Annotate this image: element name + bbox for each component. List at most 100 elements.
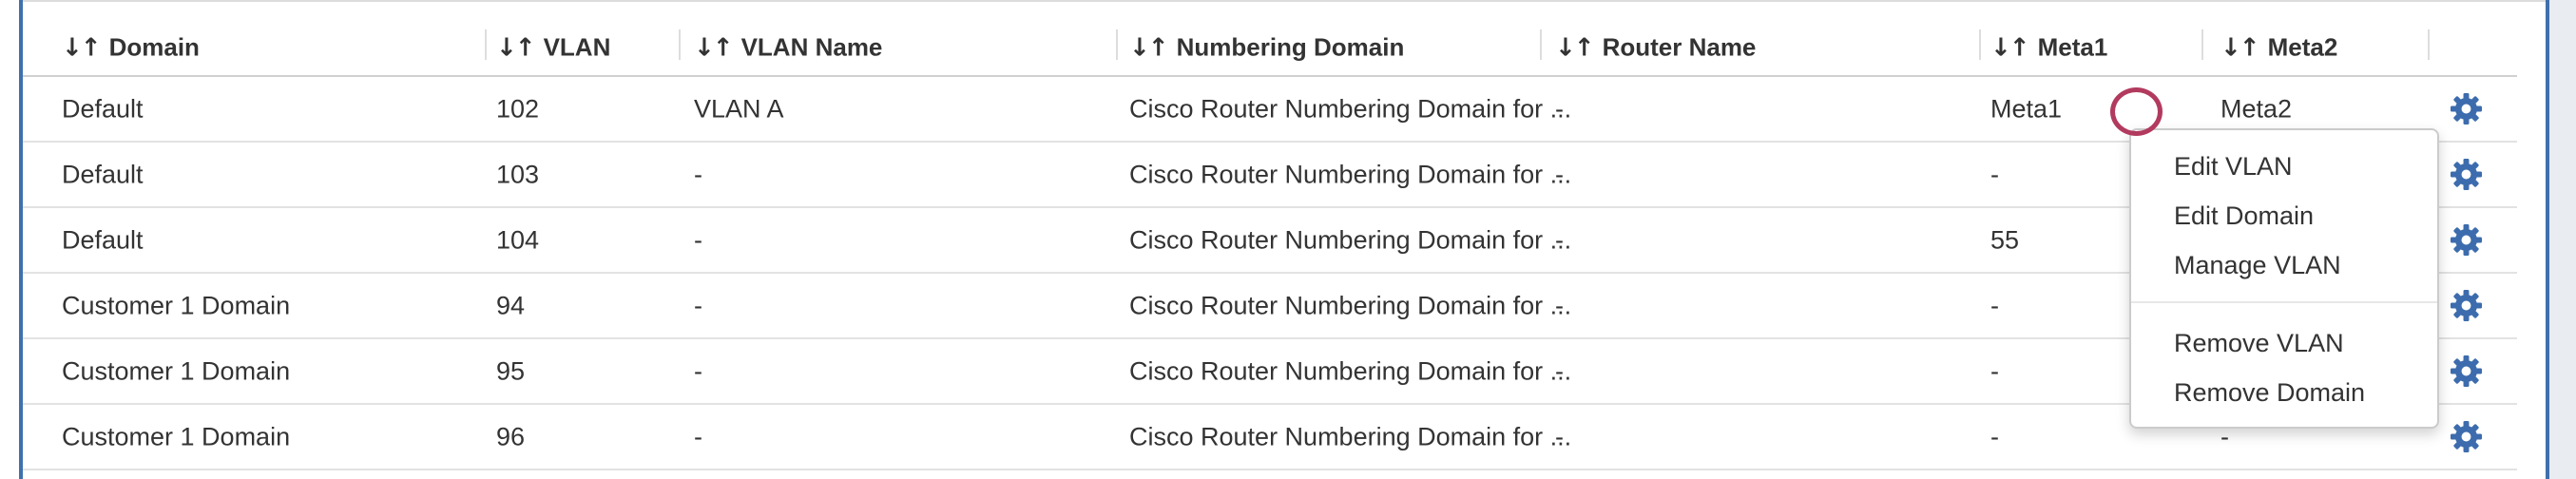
cell-meta1: - bbox=[1990, 160, 1999, 188]
cell-meta1: - bbox=[1990, 422, 1999, 450]
cell-domain: Default bbox=[62, 94, 144, 123]
menu-item-edit-vlan[interactable]: Edit VLAN bbox=[2174, 152, 2293, 181]
table-body: Default 102 VLAN A Cisco Router Numberin… bbox=[23, 77, 2517, 470]
table-row: Customer 1 Domain 94 - Cisco Router Numb… bbox=[23, 274, 2517, 339]
column-header-label: Router Name bbox=[1602, 32, 1757, 62]
gear-icon bbox=[2450, 421, 2482, 452]
table-row: Customer 1 Domain 95 - Cisco Router Numb… bbox=[23, 339, 2517, 405]
sort-arrows-icon: ↓↑ bbox=[694, 33, 734, 63]
column-header-domain[interactable]: ↓↑Domain bbox=[62, 33, 200, 63]
table-row: Default 103 - Cisco Router Numbering Dom… bbox=[23, 143, 2517, 208]
cell-router-name: - bbox=[1555, 160, 1564, 188]
column-header-meta1[interactable]: ↓↑Meta1 bbox=[1990, 33, 2107, 63]
context-menu: Edit VLAN Edit Domain Manage VLAN Remove… bbox=[2129, 128, 2439, 429]
sort-arrows-icon: ↓↑ bbox=[496, 33, 536, 63]
column-separator bbox=[1979, 29, 1981, 60]
context-menu-divider bbox=[2131, 301, 2437, 303]
column-header-vlan-name[interactable]: ↓↑VLAN Name bbox=[694, 33, 882, 63]
cell-vlan: 96 bbox=[496, 422, 526, 450]
column-header-label: Numbering Domain bbox=[1176, 32, 1405, 62]
menu-item-manage-vlan[interactable]: Manage VLAN bbox=[2174, 251, 2341, 279]
cell-vlan: 104 bbox=[496, 225, 540, 254]
menu-item-remove-vlan[interactable]: Remove VLAN bbox=[2174, 329, 2344, 357]
cell-domain: Customer 1 Domain bbox=[62, 291, 291, 319]
cell-domain: Customer 1 Domain bbox=[62, 422, 291, 450]
cell-meta1: - bbox=[1990, 356, 1999, 385]
menu-item-edit-domain[interactable]: Edit Domain bbox=[2174, 201, 2315, 230]
context-menu-group-remove: Remove VLAN Remove Domain bbox=[2131, 303, 2437, 427]
table-row: Default 104 - Cisco Router Numbering Dom… bbox=[23, 208, 2517, 274]
menu-item-remove-domain[interactable]: Remove Domain bbox=[2174, 378, 2366, 407]
cell-router-name: - bbox=[1555, 94, 1564, 123]
vlan-table: ↓↑Domain ↓↑VLAN ↓↑VLAN Name ↓↑Numbering … bbox=[23, 0, 2517, 470]
column-separator bbox=[679, 29, 681, 60]
gear-icon bbox=[2450, 224, 2482, 256]
sort-arrows-icon: ↓↑ bbox=[1990, 33, 2030, 63]
header-row: ↓↑Domain ↓↑VLAN ↓↑VLAN Name ↓↑Numbering … bbox=[23, 0, 2517, 77]
column-header-label: Meta2 bbox=[2267, 32, 2338, 62]
right-side-panel bbox=[2549, 0, 2576, 479]
column-separator bbox=[2428, 29, 2430, 60]
cell-vlan-name: - bbox=[694, 291, 702, 319]
cell-vlan: 94 bbox=[496, 291, 526, 319]
row-actions-gear-button[interactable] bbox=[2447, 90, 2485, 128]
cell-meta2: - bbox=[2220, 422, 2229, 450]
row-actions-gear-button[interactable] bbox=[2447, 156, 2485, 194]
cell-vlan-name: - bbox=[694, 356, 702, 385]
cell-router-name: - bbox=[1555, 225, 1564, 254]
sort-arrows-icon: ↓↑ bbox=[2220, 33, 2260, 63]
cell-domain: Default bbox=[62, 225, 144, 254]
sort-arrows-icon: ↓↑ bbox=[1129, 33, 1169, 63]
cell-numbering-domain: Cisco Router Numbering Domain for ... bbox=[1129, 94, 1572, 123]
cell-meta1: 55 bbox=[1990, 225, 2020, 254]
column-header-router-name[interactable]: ↓↑Router Name bbox=[1555, 33, 1756, 63]
cell-vlan-name: - bbox=[694, 422, 702, 450]
column-header-label: VLAN Name bbox=[740, 32, 883, 62]
context-menu-group-edit: Edit VLAN Edit Domain Manage VLAN bbox=[2131, 130, 2437, 301]
row-actions-gear-button[interactable] bbox=[2447, 418, 2485, 456]
row-actions-gear-button[interactable] bbox=[2447, 353, 2485, 391]
cell-numbering-domain: Cisco Router Numbering Domain for ... bbox=[1129, 422, 1572, 450]
gear-icon bbox=[2450, 355, 2482, 387]
gear-icon bbox=[2450, 159, 2482, 190]
cell-domain: Default bbox=[62, 160, 144, 188]
cell-vlan-name: - bbox=[694, 225, 702, 254]
row-actions-gear-button[interactable] bbox=[2447, 221, 2485, 259]
cell-meta2: Meta2 bbox=[2220, 94, 2293, 123]
row-actions-gear-button[interactable] bbox=[2447, 287, 2485, 325]
column-separator bbox=[1116, 29, 1118, 60]
cell-vlan-name: VLAN A bbox=[694, 94, 784, 123]
cell-meta1: - bbox=[1990, 291, 1999, 319]
sort-arrows-icon: ↓↑ bbox=[1555, 33, 1595, 63]
column-header-label: VLAN bbox=[543, 32, 611, 62]
sort-arrows-icon: ↓↑ bbox=[62, 33, 102, 63]
cell-vlan-name: - bbox=[694, 160, 702, 188]
table-top-border bbox=[23, 0, 2546, 2]
column-separator bbox=[1540, 29, 1542, 60]
column-separator bbox=[485, 29, 487, 60]
cell-router-name: - bbox=[1555, 356, 1564, 385]
column-separator bbox=[2201, 29, 2203, 60]
column-header-label: Meta1 bbox=[2037, 32, 2108, 62]
left-frame-border bbox=[19, 0, 23, 479]
cell-router-name: - bbox=[1555, 291, 1564, 319]
cell-numbering-domain: Cisco Router Numbering Domain for ... bbox=[1129, 225, 1572, 254]
cell-router-name: - bbox=[1555, 422, 1564, 450]
cell-meta1: Meta1 bbox=[1990, 94, 2063, 123]
cell-vlan: 103 bbox=[496, 160, 540, 188]
cell-numbering-domain: Cisco Router Numbering Domain for ... bbox=[1129, 160, 1572, 188]
column-header-vlan[interactable]: ↓↑VLAN bbox=[496, 33, 610, 63]
table-row: Customer 1 Domain 96 - Cisco Router Numb… bbox=[23, 405, 2517, 470]
column-header-meta2[interactable]: ↓↑Meta2 bbox=[2220, 33, 2337, 63]
gear-icon bbox=[2450, 290, 2482, 321]
cell-vlan: 95 bbox=[496, 356, 526, 385]
right-frame-border bbox=[2546, 0, 2549, 479]
table-row: Default 102 VLAN A Cisco Router Numberin… bbox=[23, 77, 2517, 143]
column-header-label: Domain bbox=[108, 32, 200, 62]
column-header-numbering-domain[interactable]: ↓↑Numbering Domain bbox=[1129, 33, 1404, 63]
cell-numbering-domain: Cisco Router Numbering Domain for ... bbox=[1129, 356, 1572, 385]
cell-domain: Customer 1 Domain bbox=[62, 356, 291, 385]
cell-vlan: 102 bbox=[496, 94, 540, 123]
gear-icon bbox=[2450, 93, 2482, 125]
